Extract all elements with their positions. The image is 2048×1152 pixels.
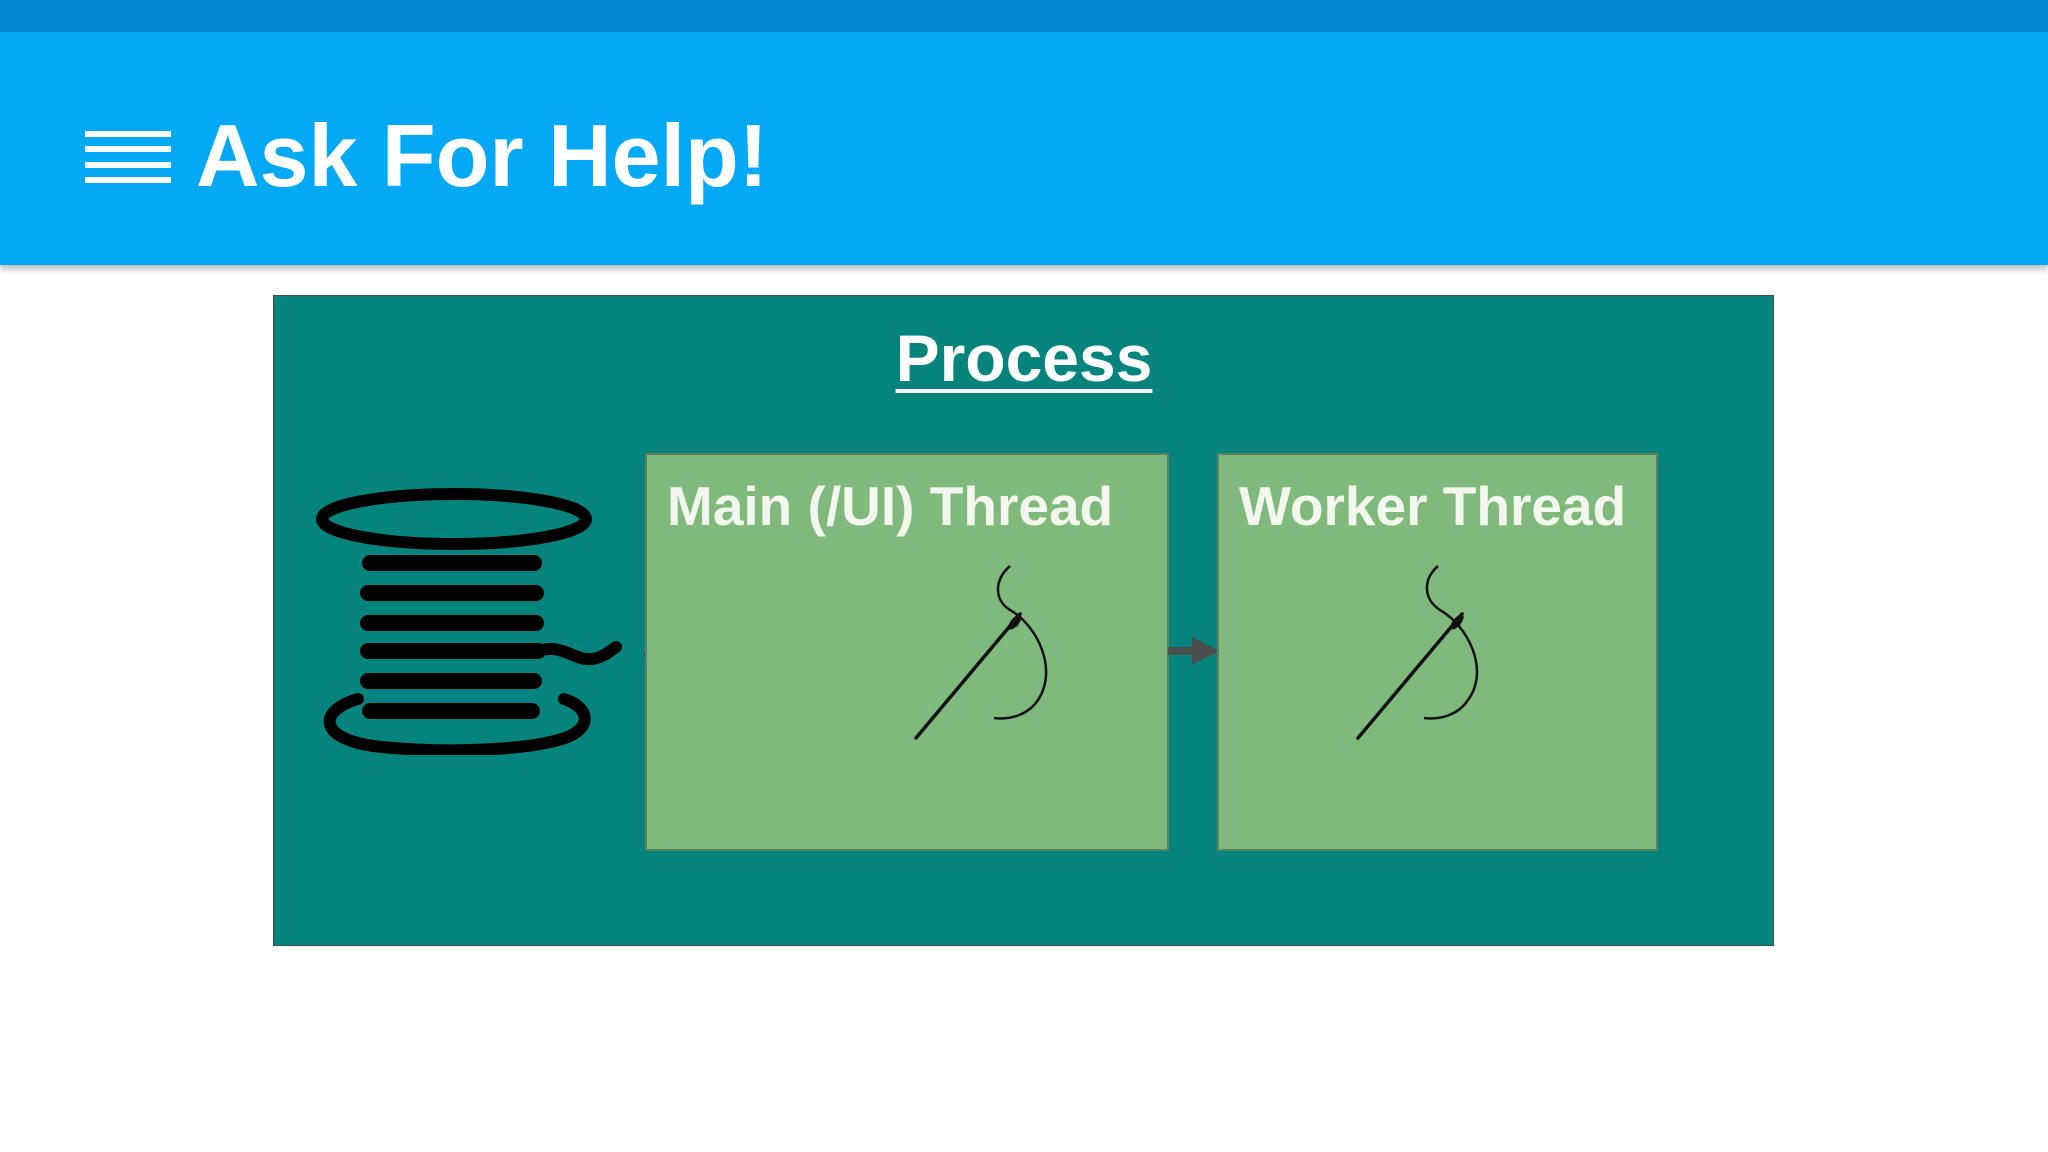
thread-spool-icon <box>316 488 622 755</box>
hamburger-menu-icon[interactable] <box>85 129 171 185</box>
main-thread-box: Main (/UI) Thread <box>645 453 1169 851</box>
needle-thread-icon <box>1356 565 1479 740</box>
app-bar <box>0 32 2048 265</box>
needle-thread-icon <box>914 565 1048 740</box>
worker-thread-box: Worker Thread <box>1217 453 1658 851</box>
process-label: Process <box>895 321 1153 395</box>
page-title: Ask For Help! <box>196 106 769 205</box>
main-to-worker-arrow <box>1168 637 1220 665</box>
worker-thread-label: Worker Thread <box>1239 475 1627 537</box>
main-thread-label: Main (/UI) Thread <box>667 475 1114 537</box>
status-strip <box>0 0 2048 32</box>
